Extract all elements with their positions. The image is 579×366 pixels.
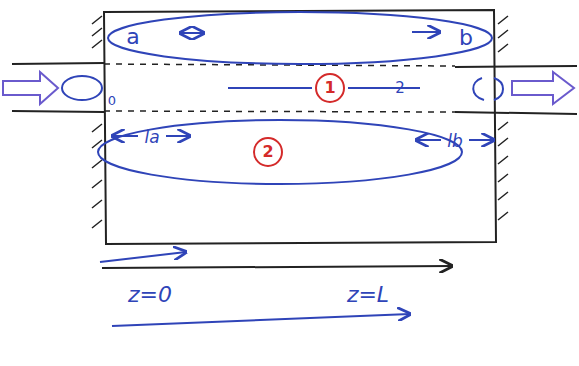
zone-number: 2 xyxy=(262,144,273,160)
recirculation-loops xyxy=(62,12,503,326)
sketch-label: lb xyxy=(447,133,463,150)
flow-arrows xyxy=(3,72,574,104)
sketch-label: la xyxy=(144,129,159,146)
circled-number: 2 xyxy=(253,137,283,167)
sketch-label: 0 xyxy=(108,94,116,107)
sketch-label: 2 xyxy=(395,81,405,96)
zone-number: 1 xyxy=(324,80,335,96)
axis-arrow xyxy=(102,266,452,268)
wall-hatching xyxy=(92,16,508,228)
sketch-label: a xyxy=(126,26,139,48)
sketch-label: z=0 xyxy=(128,284,172,306)
circled-number: 1 xyxy=(315,73,345,103)
housing xyxy=(12,10,577,244)
sketch-label: b xyxy=(459,27,473,49)
sketch-label: z=L xyxy=(347,284,389,306)
